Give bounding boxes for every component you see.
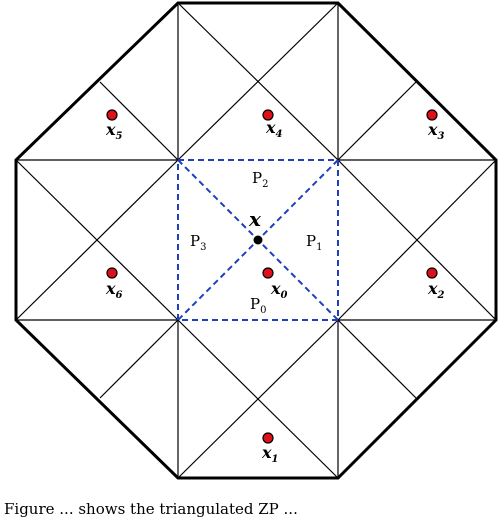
red-points [106,109,438,444]
cell-label-p1: P1 [306,232,322,253]
point-marker-x4 [262,109,274,121]
point-marker-x6 [106,267,118,279]
center-point-marker [253,235,263,245]
point-label-x6: x6 [105,279,123,301]
point-marker-x2 [426,267,438,279]
point-label-x0: x0 [270,279,288,301]
point-label-x4: x4 [265,118,283,140]
point-label-x3: x3 [427,120,445,142]
figure-caption: Figure ... shows the triangulated ZP ... [4,500,298,518]
point-marker-x1 [262,432,274,444]
point-marker-x3 [426,109,438,121]
point-marker-x5 [106,109,118,121]
point-label-x2: x2 [427,279,445,301]
center-point-label: x [248,207,262,231]
point-marker-x0 [262,267,274,279]
point-label-x1: x1 [261,443,279,465]
point-label-x5: x5 [105,120,123,142]
cell-label-p3: P3 [190,232,206,253]
octagon-outline [14,1,498,480]
cell-label-p0: P0 [250,295,266,316]
cell-label-p2: P2 [252,169,268,190]
